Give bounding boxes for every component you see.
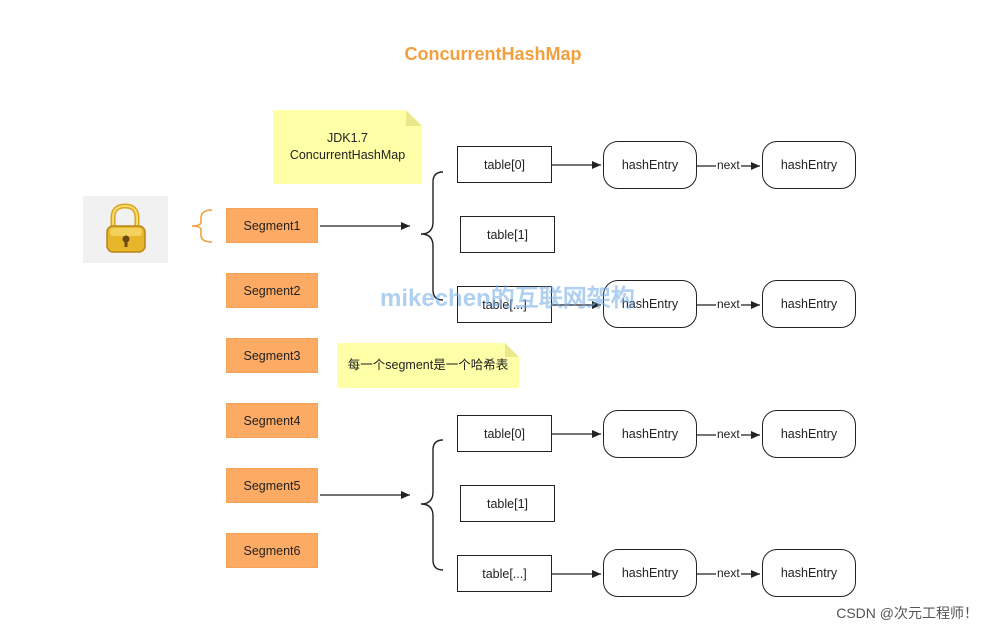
group2-chain1-link: next — [716, 566, 741, 580]
group1-table-0: table[0] — [457, 146, 552, 183]
group1-chain1-first: hashEntry — [603, 280, 697, 328]
group1-brace — [420, 171, 444, 301]
group2-brace — [420, 439, 444, 571]
group2-chain0-second: hashEntry — [762, 410, 856, 458]
version-note-line1: JDK1.7 — [327, 131, 368, 145]
group1-table-2: table[...] — [457, 286, 552, 323]
group2-table-2: table[...] — [457, 555, 552, 592]
segment-box-4: Segment4 — [226, 403, 318, 438]
watermark: mikechen的互联网架构 — [380, 285, 635, 312]
group2-chain0-first: hashEntry — [603, 410, 697, 458]
version-note-line2: ConcurrentHashMap — [289, 148, 406, 162]
group2-chain1-second: hashEntry — [762, 549, 856, 597]
segment-box-6: Segment6 — [226, 533, 318, 568]
segment-note: 每一个segment是一个哈希表 — [337, 343, 519, 388]
version-note: JDK1.7 ConcurrentHashMap — [273, 110, 422, 184]
lock-brace — [191, 209, 213, 243]
group1-chain0-first: hashEntry — [603, 141, 697, 189]
group2-table-1: table[1] — [460, 485, 555, 522]
csdn-credit: CSDN @次元工程师！ — [836, 605, 978, 621]
group2-chain0-link: next — [716, 427, 741, 441]
segment-box-1: Segment1 — [226, 208, 318, 243]
group1-chain0-second: hashEntry — [762, 141, 856, 189]
diagram-title: ConcurrentHashMap — [404, 44, 582, 64]
group1-chain1-second: hashEntry — [762, 280, 856, 328]
group1-chain0-link: next — [716, 158, 741, 172]
segment-box-3: Segment3 — [226, 338, 318, 373]
lock-panel — [83, 196, 168, 263]
lock-icon — [106, 203, 146, 253]
segment-box-5: Segment5 — [226, 468, 318, 503]
group1-chain1-link: next — [716, 297, 741, 311]
version-note-fold — [406, 110, 422, 126]
segment-note-fold — [505, 343, 519, 357]
segment-box-2: Segment2 — [226, 273, 318, 308]
group2-chain1-first: hashEntry — [603, 549, 697, 597]
group2-table-0: table[0] — [457, 415, 552, 452]
group1-table-1: table[1] — [460, 216, 555, 253]
